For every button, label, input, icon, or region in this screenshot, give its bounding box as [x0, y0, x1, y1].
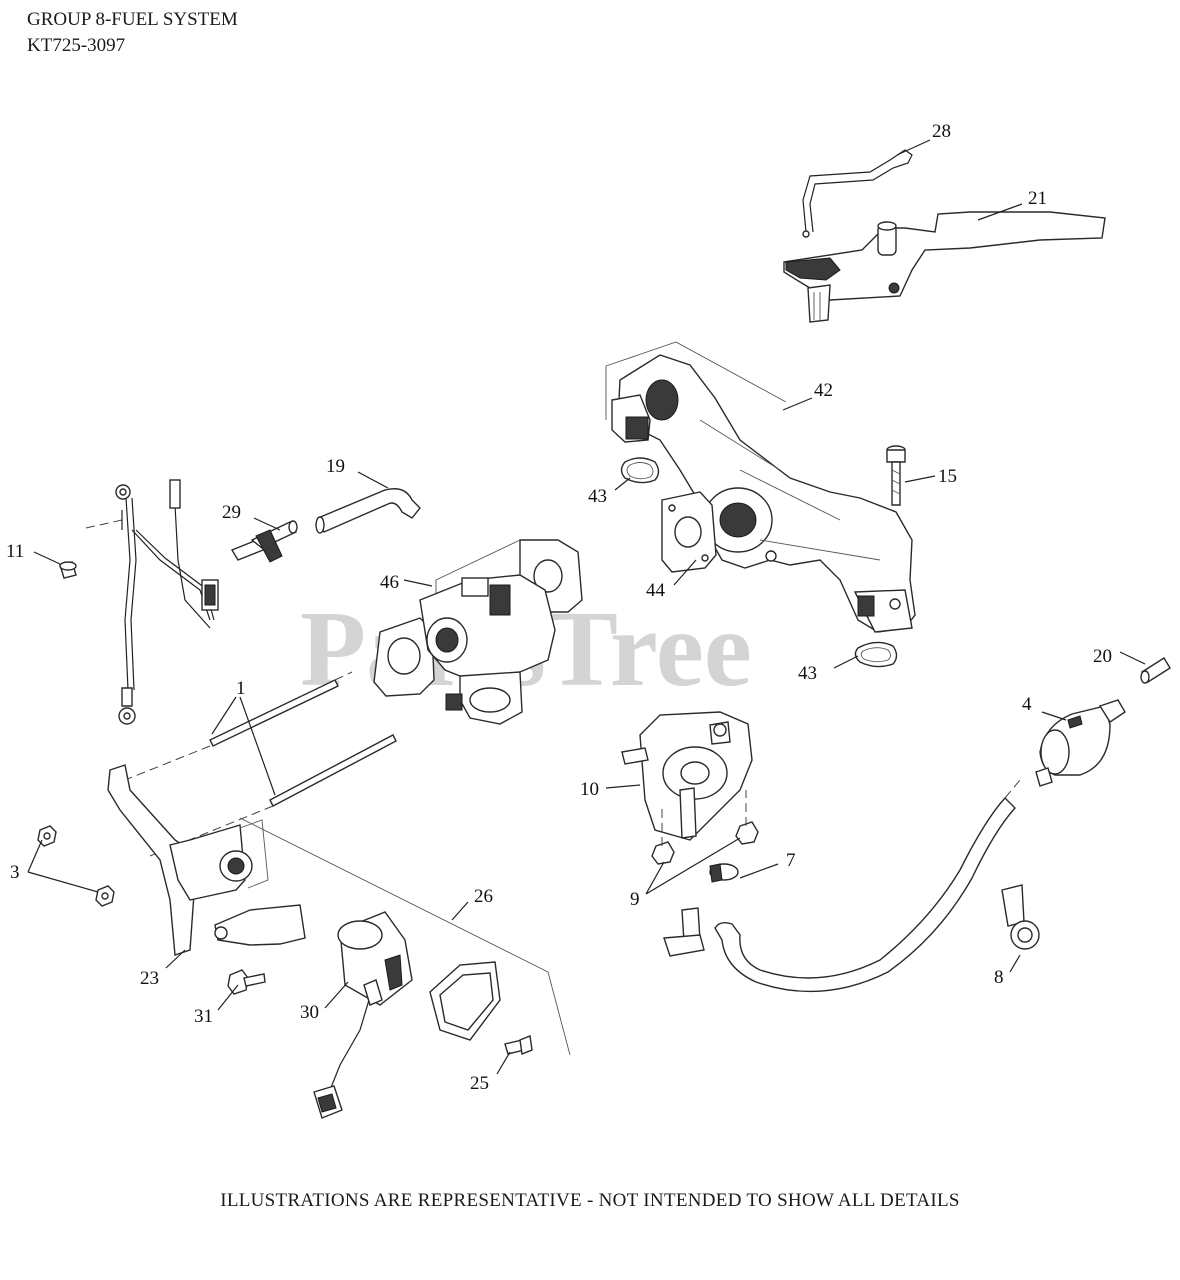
part-3-nuts[interactable]	[37, 825, 115, 907]
callout-10: 10	[580, 779, 599, 800]
part-29-fuel-fitting[interactable]	[230, 520, 298, 563]
callout-44: 44	[646, 580, 666, 601]
callout-21: 21	[1028, 188, 1047, 209]
part-26-cover-gasket[interactable]	[239, 817, 571, 1056]
model-number: KT725-3097	[27, 35, 126, 56]
part-43-gasket-lower[interactable]	[854, 641, 898, 668]
part-7-hose-clamp[interactable]	[709, 863, 739, 883]
part-25-screw[interactable]	[504, 1035, 533, 1055]
callout-labels: 28 21 42 15 43 44 43 46 19 29 11 1 3 23 …	[6, 121, 1112, 1094]
callout-31: 31	[194, 1006, 213, 1027]
callout-26: 26	[474, 886, 493, 907]
part-10-fuel-pump[interactable]	[621, 711, 753, 841]
diagram-header: GROUP 8-FUEL SYSTEM KT725-3097	[27, 7, 238, 59]
callout-15: 15	[938, 466, 957, 487]
callout-25: 25	[470, 1073, 489, 1094]
part-43-gasket-upper[interactable]	[620, 457, 660, 484]
callout-28: 28	[932, 121, 951, 142]
disclaimer-footer: ILLUSTRATIONS ARE REPRESENTATIVE - NOT I…	[220, 1190, 960, 1211]
part-11-wire-harness[interactable]	[59, 479, 219, 725]
part-20-fitting[interactable]	[1140, 657, 1171, 684]
part-42-intake-manifold[interactable]	[605, 341, 916, 633]
callout-43-lower: 43	[798, 663, 817, 684]
part-8-line-clip[interactable]	[1001, 884, 1040, 950]
part-21-control-lever[interactable]	[783, 211, 1106, 323]
leader-lines	[27, 139, 1146, 1075]
part-1-studs[interactable]	[109, 671, 397, 857]
callout-11: 11	[6, 541, 24, 562]
part-19-fuel-hose[interactable]	[315, 488, 421, 534]
callout-19: 19	[326, 456, 345, 477]
callout-9: 9	[630, 889, 640, 910]
part-30-fuel-solenoid[interactable]	[313, 911, 413, 1119]
group-title: GROUP 8-FUEL SYSTEM	[27, 9, 238, 30]
callout-42: 42	[814, 380, 833, 401]
callout-23: 23	[140, 968, 159, 989]
part-44-flange-gasket[interactable]	[661, 491, 717, 573]
part-4-fuel-filter[interactable]	[1035, 699, 1126, 787]
callout-30: 30	[300, 1002, 319, 1023]
part-28-throttle-link[interactable]	[802, 149, 913, 238]
fuel-line-hoses[interactable]	[663, 779, 1021, 993]
part-23-mounting-bracket[interactable]	[107, 764, 306, 956]
callout-8: 8	[994, 967, 1004, 988]
callout-46: 46	[380, 572, 399, 593]
callout-3: 3	[10, 862, 20, 883]
part-46-carburetor[interactable]	[373, 539, 583, 725]
callout-29: 29	[222, 502, 241, 523]
part-31-bolt[interactable]	[227, 969, 266, 995]
callout-43-upper: 43	[588, 486, 607, 507]
exploded-parts-diagram: PartsTree	[6, 121, 1171, 1119]
part-15-manifold-bolt[interactable]	[886, 445, 906, 506]
callout-1: 1	[236, 678, 246, 699]
callout-7: 7	[786, 850, 796, 871]
part-9-bolts[interactable]	[651, 790, 759, 865]
callout-20: 20	[1093, 646, 1112, 667]
callout-4: 4	[1022, 694, 1032, 715]
